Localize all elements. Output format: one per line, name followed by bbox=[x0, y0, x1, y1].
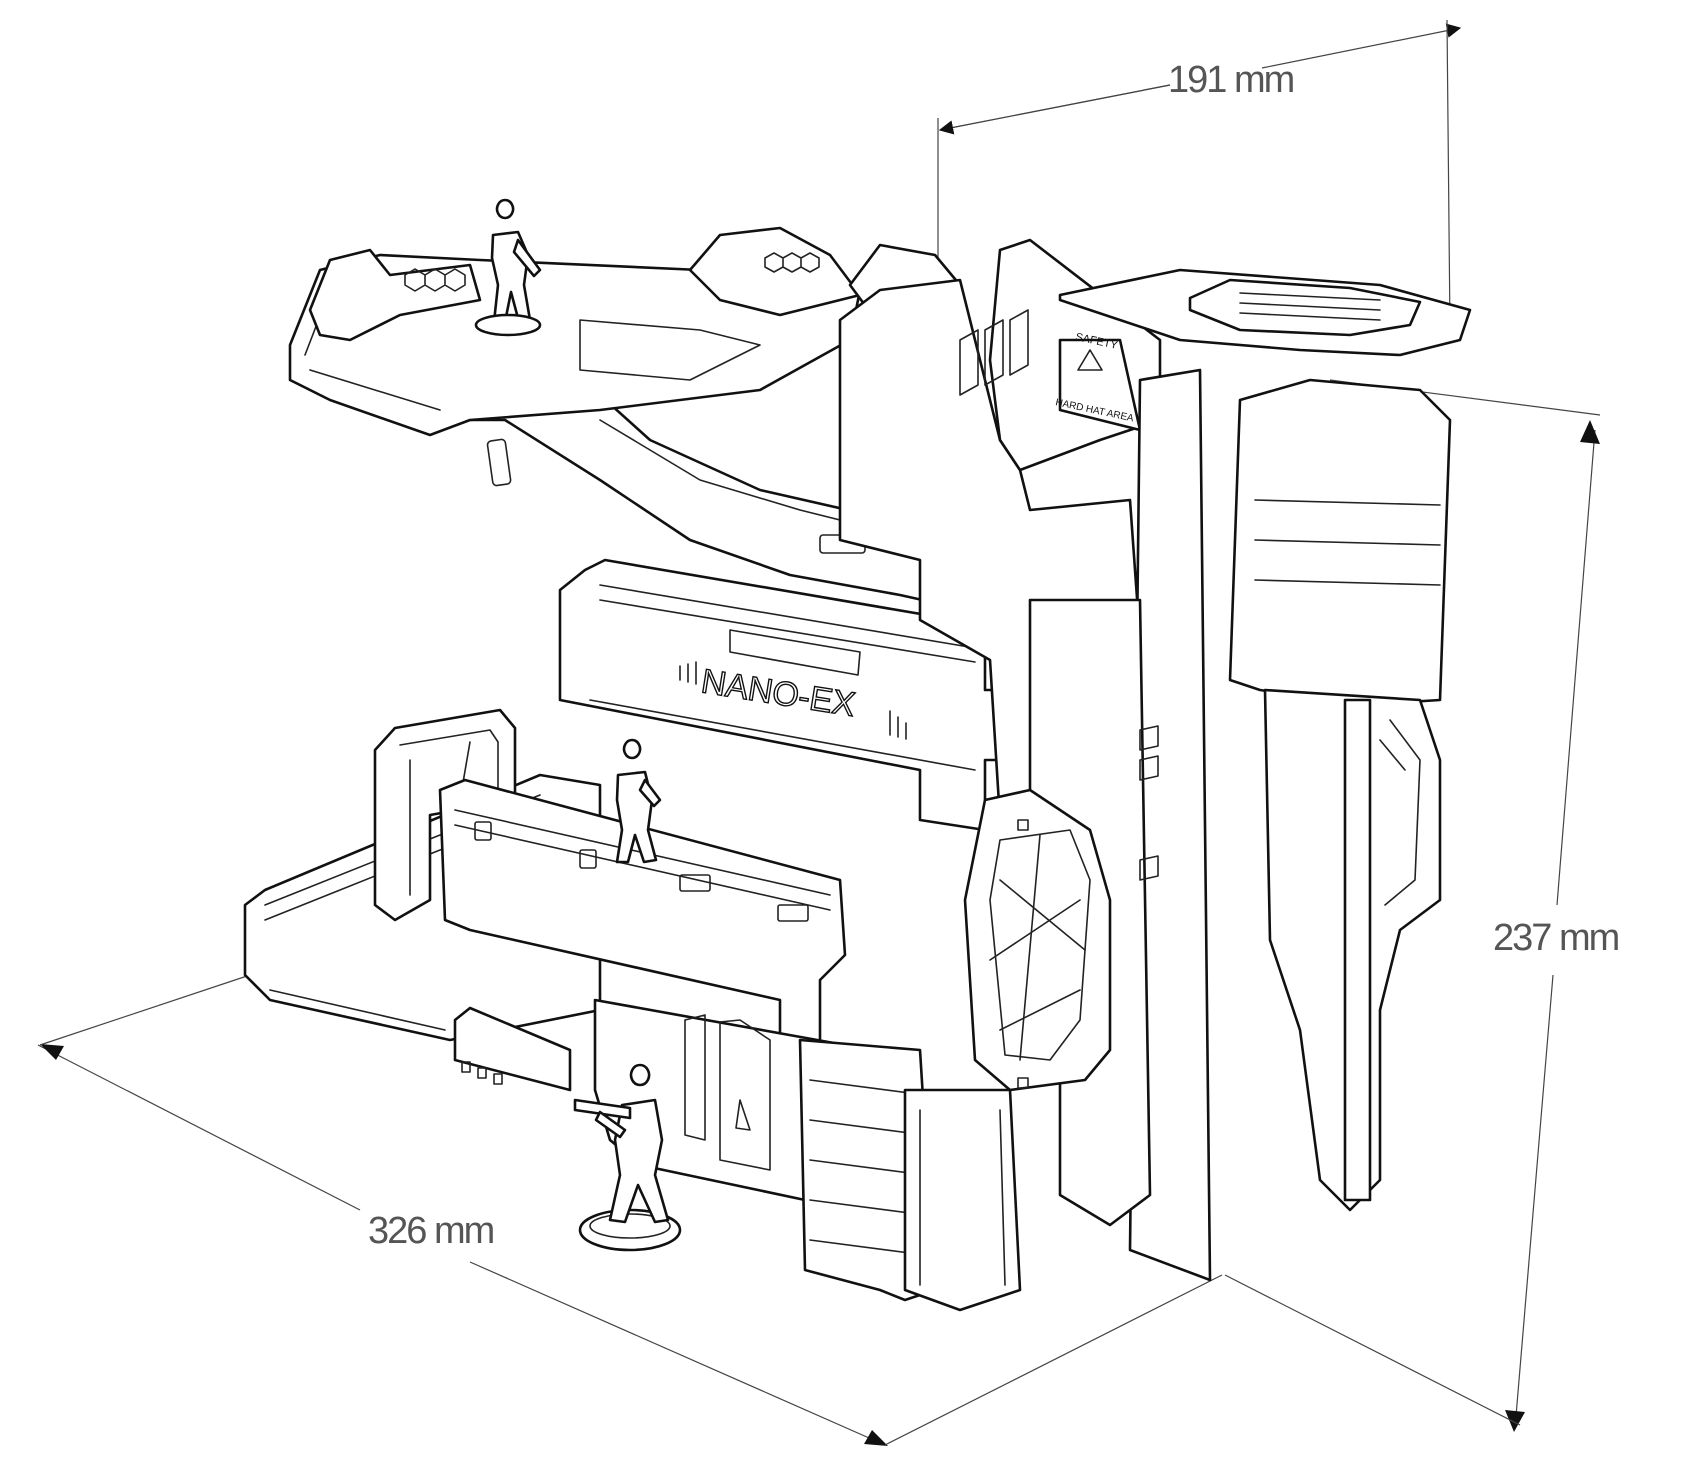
miniature-figure-top bbox=[474, 198, 542, 337]
ladder bbox=[798, 1038, 937, 1302]
elevator-tower bbox=[1128, 368, 1452, 1282]
miniature-figure-middle bbox=[615, 738, 662, 864]
main-front-wall: NANO-EX bbox=[558, 558, 1012, 832]
dimension-width: 191 mm bbox=[937, 19, 1462, 800]
length-dimension-label: 326 mm bbox=[368, 1210, 494, 1252]
width-dimension-label: 191 mm bbox=[1168, 59, 1294, 101]
dimension-height: 237 mm bbox=[1224, 379, 1621, 1432]
height-dimension-label: 237 mm bbox=[1493, 917, 1619, 959]
honeycomb-marking bbox=[404, 252, 820, 292]
miniature-figure-bottom bbox=[573, 1063, 682, 1252]
hex-vent-panel bbox=[963, 788, 1112, 1092]
building-structure: NANO-EX bbox=[243, 226, 1472, 1312]
central-tower: SAFETY HARD HAT AREA bbox=[838, 238, 1162, 822]
middle-balcony-wall bbox=[438, 778, 847, 1062]
landing-pad-right bbox=[1058, 268, 1472, 357]
lower-front-pillars bbox=[903, 1088, 1022, 1312]
dimension-length: 326 mm bbox=[37, 974, 1223, 1446]
